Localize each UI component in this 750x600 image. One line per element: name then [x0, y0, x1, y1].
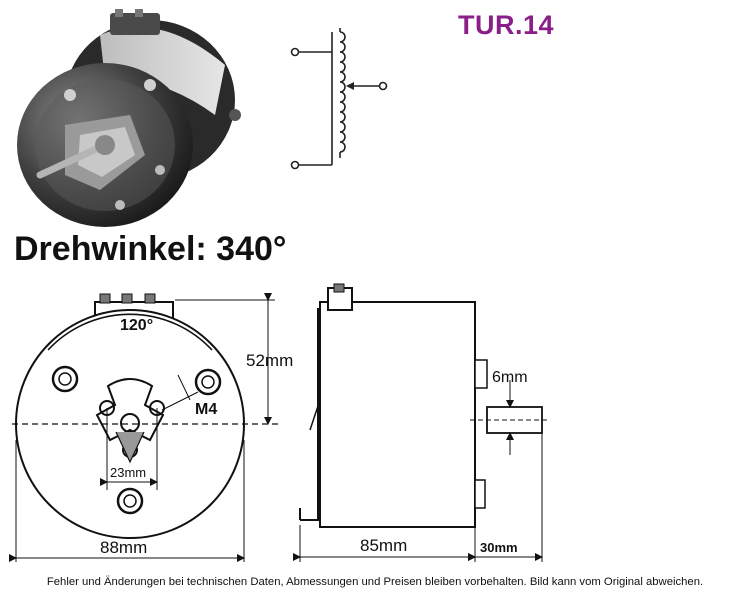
disclaimer-text: Fehler und Änderungen bei technischen Da… [46, 576, 704, 588]
dim-height-label: 52mm [246, 351, 293, 370]
dim-diameter-label: 88mm [100, 538, 147, 557]
rotation-angle-heading: Drehwinkel: 340° [14, 230, 287, 268]
product-photo [17, 9, 241, 227]
schematic-symbol [290, 28, 388, 170]
dim-depth-label: 85mm [360, 536, 407, 555]
dim-hole-spacing-label: 23mm [110, 465, 146, 480]
thread-label: M4 [195, 401, 217, 418]
dim-shaft-label: 6mm [492, 369, 528, 386]
side-view [299, 283, 543, 528]
model-code: TUR.14 [458, 10, 555, 40]
angle-label: 120° [120, 317, 153, 334]
dim-shaft-length-label: 30mm [480, 540, 518, 555]
dimension-drawing: 120° 52mm M4 23mm 88mm 85mm 6mm 30mm [9, 283, 550, 562]
